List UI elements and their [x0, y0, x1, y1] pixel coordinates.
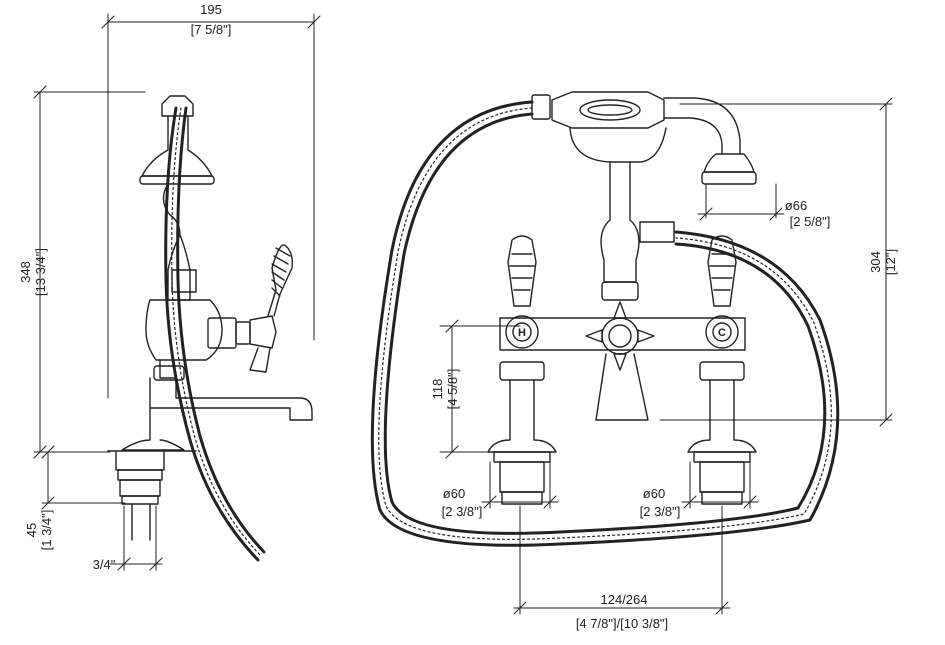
side-width-dimension: [102, 14, 320, 398]
side-height-in: [13 3/4"]: [33, 248, 48, 296]
hot-indicator: H: [518, 327, 526, 339]
centres-in: [4 7/8"]/[10 3/8"]: [576, 616, 668, 631]
front-height-dimension: [660, 98, 892, 426]
valve-height-in: [4 5/8"]: [445, 369, 460, 410]
cold-base-diameter-mm: ø60: [643, 486, 665, 501]
front-handset: [532, 92, 756, 282]
base-diameter-dimensions: [482, 462, 758, 508]
side-width-in: [7 5/8"]: [191, 22, 232, 37]
front-view-labels: ø66 [2 5/8"] 304 [12"] 118 [4 5/8"] ø60 …: [430, 198, 898, 631]
centres-mm: 124/264: [601, 592, 648, 607]
front-hose-coils: [379, 108, 832, 539]
handset-diameter-dimension: [698, 184, 784, 220]
side-hose-coils: [172, 108, 261, 556]
cold-base-diameter-in: [2 3/8"]: [640, 504, 681, 519]
valve-height-mm: 118: [430, 379, 445, 400]
side-height-mm: 348: [18, 261, 33, 283]
deck-height-mm: 45: [24, 523, 39, 537]
front-hose: [372, 102, 837, 545]
front-bridge: [500, 282, 745, 420]
thread-size: 3/4": [93, 557, 116, 572]
front-view: [372, 92, 892, 614]
hot-valve: [488, 236, 556, 504]
front-height-mm: 304: [868, 251, 883, 273]
cold-valve: [688, 236, 756, 504]
hot-base-diameter-mm: ø60: [443, 486, 465, 501]
side-view-labels: 195 [7 5/8"] 348 [13 3/4"] 45 [1 3/4"] 3…: [18, 2, 231, 572]
deck-height-in: [1 3/4"]: [39, 510, 54, 551]
side-thread-dimension: [110, 506, 162, 570]
side-view: [34, 14, 320, 570]
hot-base-diameter-in: [2 3/8"]: [442, 504, 483, 519]
side-hose: [166, 108, 264, 560]
side-height-dimension: [34, 86, 145, 458]
side-valve-body: [108, 245, 312, 540]
handset-diameter-mm: ø66: [785, 198, 807, 213]
handset-diameter-in: [2 5/8"]: [790, 214, 831, 229]
centres-dimension: [514, 506, 730, 614]
side-deck-dimension: [42, 446, 125, 509]
cold-indicator: C: [718, 327, 726, 339]
front-height-in: [12"]: [883, 249, 898, 275]
side-width-mm: 195: [200, 2, 222, 17]
